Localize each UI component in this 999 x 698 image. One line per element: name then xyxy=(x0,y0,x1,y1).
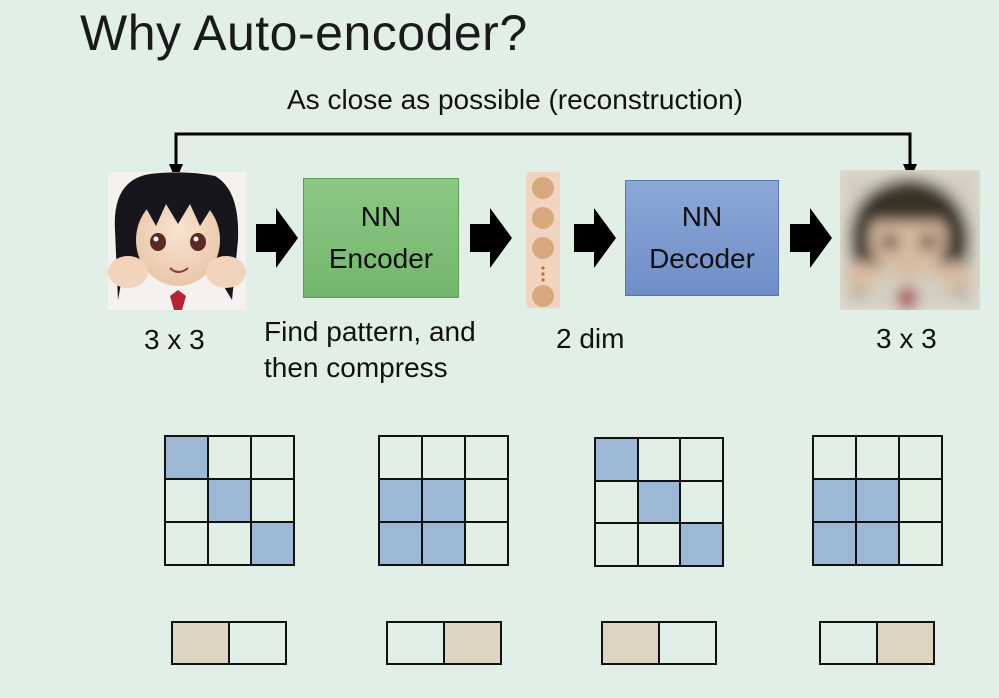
grid-cell-empty xyxy=(595,523,638,566)
encoder-caption: Find pattern, and then compress xyxy=(264,314,476,387)
input-image xyxy=(108,172,246,310)
code-cell-empty xyxy=(387,622,444,664)
encoder-caption-line-2: then compress xyxy=(264,352,448,384)
grid-cell-filled xyxy=(813,479,856,522)
code-vector xyxy=(526,172,560,308)
grid-cell-empty xyxy=(465,436,508,479)
code-pair xyxy=(819,621,935,665)
grid-cell-empty xyxy=(637,523,681,566)
pattern-grid xyxy=(378,435,509,566)
output-image xyxy=(840,170,980,310)
grid-cell-empty xyxy=(680,480,723,524)
grid-cell-filled xyxy=(379,479,422,522)
code-cell-filled xyxy=(172,622,229,664)
output-size-label: 3 x 3 xyxy=(876,323,937,354)
code-cell-filled xyxy=(602,622,659,664)
grid-cell-empty xyxy=(422,436,465,479)
grid-cell-filled xyxy=(379,522,422,565)
encoder-caption-line-1: Find pattern, and xyxy=(264,316,476,347)
grid-cell-empty xyxy=(899,436,942,479)
reconstruction-caption: As close as possible (reconstruction) xyxy=(287,84,743,115)
grid-cell-filled xyxy=(680,523,723,566)
grid-cell-empty xyxy=(165,522,208,565)
grid-cell-filled xyxy=(856,479,899,522)
code-pair xyxy=(171,621,287,665)
pattern-grid xyxy=(164,435,295,566)
nn-encoder-box: NN Encoder xyxy=(303,178,459,298)
code-cell-filled xyxy=(877,622,934,664)
arrow-decoder-to-output xyxy=(790,208,832,268)
encoder-line-2: Encoder xyxy=(328,243,434,274)
nn-decoder-box: NN Decoder xyxy=(625,180,779,296)
grid-cell-filled xyxy=(595,438,638,481)
grid-cell-empty xyxy=(251,436,294,479)
grid-cell-filled xyxy=(422,522,465,565)
arrow-code-to-decoder xyxy=(574,208,616,268)
code-pair xyxy=(386,621,502,665)
arrow-encoder-to-code xyxy=(470,208,512,268)
grid-cell-empty xyxy=(899,522,942,565)
grid-cell-filled xyxy=(813,522,856,565)
grid-cell-empty xyxy=(208,522,251,565)
grid-cell-empty xyxy=(165,479,208,522)
grid-cell-empty xyxy=(465,522,508,565)
grid-cell-empty xyxy=(379,436,422,479)
pattern-grid xyxy=(812,435,943,566)
arrow-input-to-encoder xyxy=(256,208,298,268)
grid-cell-filled xyxy=(208,479,251,522)
grid-cell-empty xyxy=(899,479,942,522)
pattern-grid xyxy=(594,437,724,567)
decoder-line-1: NN xyxy=(681,201,723,232)
grid-cell-filled xyxy=(637,480,681,524)
grid-cell-empty xyxy=(680,438,723,481)
code-cell-empty xyxy=(820,622,877,664)
grid-cell-empty xyxy=(856,436,899,479)
grid-cell-empty xyxy=(251,479,294,522)
code-dim-label: 2 dim xyxy=(556,323,625,354)
code-cell-empty xyxy=(229,622,286,664)
input-size-label: 3 x 3 xyxy=(144,324,205,355)
decoder-line-2: Decoder xyxy=(649,243,755,274)
code-cell-filled xyxy=(444,622,501,664)
grid-cell-filled xyxy=(422,479,465,522)
code-cell-empty xyxy=(659,622,716,664)
slide-title: Why Auto-encoder? xyxy=(80,5,528,61)
grid-cell-empty xyxy=(637,438,681,481)
grid-cell-filled xyxy=(251,522,294,565)
grid-cell-filled xyxy=(856,522,899,565)
code-pair xyxy=(601,621,717,665)
grid-cell-filled xyxy=(165,436,208,479)
grid-cell-empty xyxy=(595,480,638,524)
grid-cell-empty xyxy=(208,436,251,479)
grid-cell-empty xyxy=(465,479,508,522)
grid-cell-empty xyxy=(813,436,856,479)
encoder-line-1: NN xyxy=(360,201,402,232)
